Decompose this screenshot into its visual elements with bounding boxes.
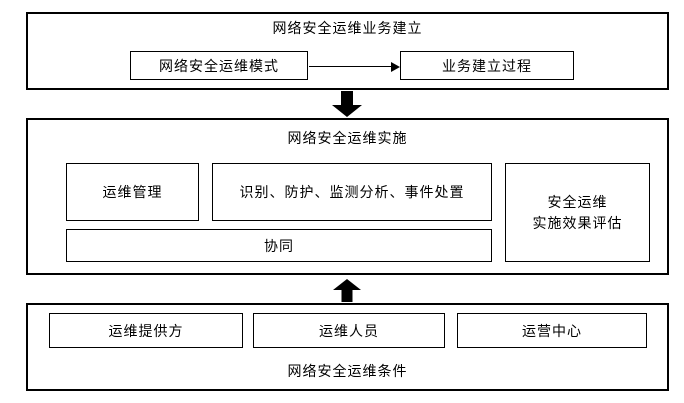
flow-arrow-up-icon: [333, 279, 361, 302]
box-evaluation: 安全运维 实施效果评估: [505, 163, 650, 262]
evaluation-line2: 实施效果评估: [532, 214, 623, 231]
box-ops-provider: 运维提供方: [49, 313, 243, 348]
implementation-section-title: 网络安全运维实施: [287, 130, 408, 146]
section-business-establishment: 网络安全运维业务建立 网络安全运维模式 业务建立过程: [26, 12, 669, 90]
box-ops-personnel: 运维人员: [253, 313, 445, 348]
box-operation-center: 运营中心: [457, 313, 647, 348]
flow-arrow-down-icon: [332, 91, 362, 117]
box-ops-mode: 网络安全运维模式: [130, 51, 308, 80]
evaluation-line1: 安全运维: [547, 194, 608, 211]
section-conditions: 运维提供方 运维人员 运营中心 网络安全运维条件: [26, 303, 669, 391]
box-collaboration: 协同: [66, 229, 492, 262]
connector-arrow-line: [309, 66, 393, 67]
section-implementation: 网络安全运维实施 运维管理 识别、防护、监测分析、事件处置 协同 安全运维 实施…: [26, 118, 669, 275]
business-section-title: 网络安全运维业务建立: [272, 20, 423, 36]
box-identify-protect-monitor-handle: 识别、防护、监测分析、事件处置: [212, 163, 492, 221]
box-ops-management: 运维管理: [66, 163, 199, 221]
connector-arrow-head-icon: [391, 61, 400, 72]
box-business-process: 业务建立过程: [400, 51, 574, 80]
conditions-section-title: 网络安全运维条件: [287, 363, 408, 379]
